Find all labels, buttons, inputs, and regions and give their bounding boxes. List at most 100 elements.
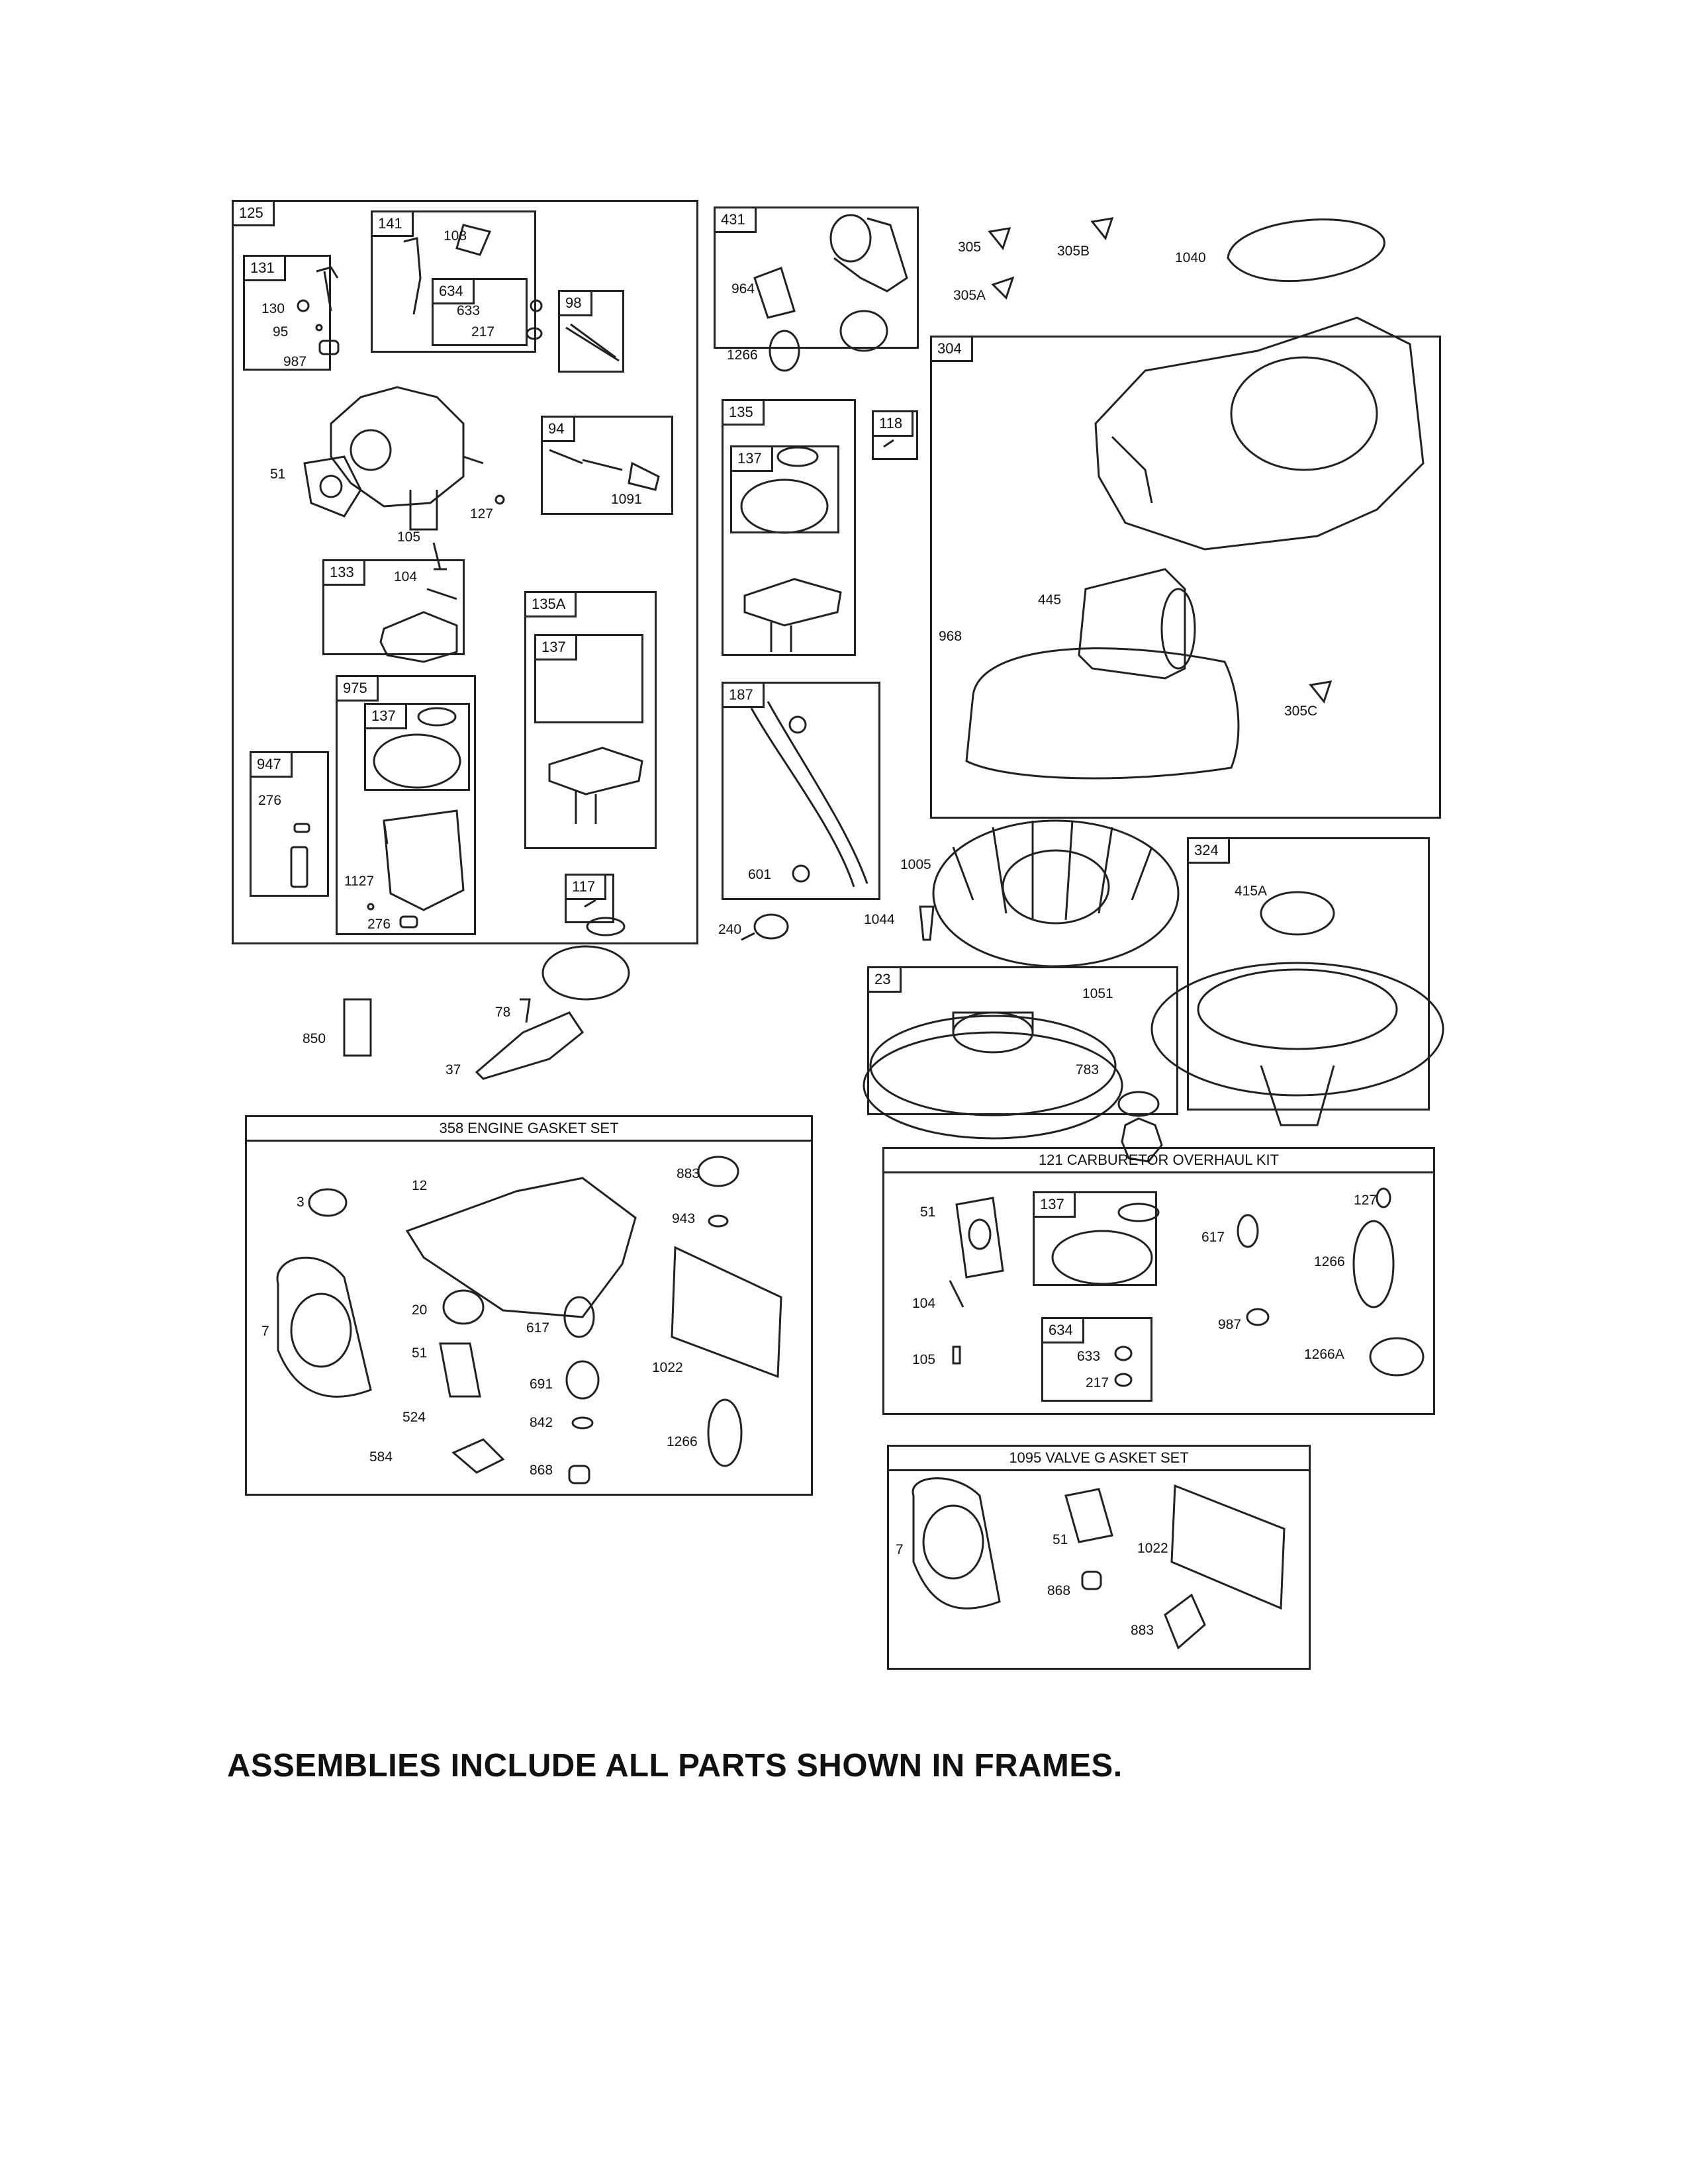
frame-label: 131 [245, 257, 286, 281]
engine-gasket-set-box: 358 ENGINE GASKET SET [245, 1115, 813, 1496]
frame-634-carb-kit: 634 [1041, 1317, 1152, 1402]
frame-label: 304 [932, 338, 973, 362]
screw-drawings [988, 217, 1333, 704]
part-label: 1022 [1137, 1541, 1168, 1556]
part-label: 51 [270, 467, 286, 482]
kit-title: 1095 VALVE G ASKET SET [889, 1447, 1309, 1471]
part-label: 37 [445, 1062, 461, 1077]
part-label: 108 [444, 228, 467, 244]
idle-screw-drawing [565, 323, 620, 362]
part-label: 20 [412, 1302, 428, 1318]
part-label: 1091 [611, 492, 642, 507]
part-label: 1266 [667, 1434, 698, 1449]
part-label: 868 [530, 1463, 553, 1478]
frame-label: 634 [1043, 1319, 1084, 1343]
part-label: 415A [1235, 884, 1268, 899]
part-label: 1051 [1082, 986, 1113, 1001]
part-label: 943 [672, 1211, 696, 1226]
part-label: 987 [1218, 1317, 1242, 1332]
part-label: 601 [748, 867, 772, 882]
part-label: 691 [530, 1377, 553, 1392]
part-label: 51 [1053, 1532, 1068, 1547]
fuel-bowl-drawing [743, 578, 842, 652]
part-label: 240 [718, 922, 742, 937]
frame-label: 137 [536, 636, 577, 660]
sealant-tube-drawing [343, 998, 372, 1057]
fan-drawing [932, 819, 1180, 968]
part-label: 217 [471, 324, 495, 340]
part-label: 1040 [1175, 250, 1206, 265]
frame-label: 975 [338, 677, 379, 702]
part-label: 783 [1076, 1062, 1100, 1077]
frame-118: 118 [872, 410, 918, 460]
pulse-pump-drawing [753, 913, 789, 940]
frame-634: 634 [432, 278, 528, 346]
part-label: 305B [1057, 244, 1090, 259]
frame-141: 141 [371, 210, 536, 353]
frame-label: 187 [724, 684, 765, 708]
part-label: 3 [297, 1195, 305, 1210]
frame-23: 23 [867, 966, 1178, 1115]
part-label: 78 [495, 1005, 511, 1020]
frame-947: 947 [250, 751, 329, 897]
carburetor-drawing [303, 386, 505, 570]
frame-label: 141 [373, 212, 414, 237]
part-label: 633 [1077, 1349, 1101, 1364]
frame-125: 125 [232, 200, 698, 944]
frame-137-135: 137 [730, 445, 839, 533]
frame-94: 94 [541, 416, 673, 515]
assemblies-note: ASSEMBLIES INCLUDE ALL PARTS SHOWN IN FR… [227, 1748, 1123, 1784]
part-label: 7 [896, 1542, 904, 1557]
part-label: 127 [1354, 1193, 1378, 1208]
part-label: 617 [526, 1320, 550, 1336]
part-label: 633 [457, 303, 481, 318]
frame-975: 975 [336, 675, 476, 935]
frame-137-135a: 137 [534, 634, 643, 723]
frame-98: 98 [558, 290, 624, 373]
deflector-drawing [475, 1011, 585, 1080]
frame-label: 23 [869, 968, 902, 993]
part-label: 1127 [344, 874, 375, 889]
frame-label: 135A [526, 593, 577, 617]
part-label: 1266A [1304, 1347, 1344, 1362]
air-cleaner-cover-drawing [965, 647, 1240, 780]
gasket-set-drawings [276, 1156, 782, 1484]
kit-title: 358 ENGINE GASKET SET [247, 1117, 811, 1142]
part-label: 127 [470, 506, 494, 522]
part-label: 445 [1038, 592, 1062, 608]
frame-137-975: 137 [364, 703, 470, 791]
frame-304: 304 [930, 336, 1441, 819]
washer-drawing [530, 299, 543, 312]
frame-label: 94 [543, 418, 576, 442]
float-needle-drawing [549, 449, 660, 491]
part-label: 883 [1131, 1623, 1154, 1638]
part-label: 842 [530, 1415, 553, 1430]
kit-title: 121 CARBURETOR OVERHAUL KIT [884, 1149, 1433, 1173]
bolt-drawing [919, 905, 935, 941]
part-label: 1266 [1314, 1254, 1345, 1269]
part-label: 584 [369, 1449, 393, 1465]
part-label: 1044 [864, 912, 895, 927]
air-filter-drawing [1078, 568, 1186, 680]
frame-117: 117 [565, 874, 614, 923]
frame-131: 131 [243, 255, 331, 371]
frame-label: 431 [716, 208, 757, 233]
part-label: 1005 [900, 857, 931, 872]
fuel-bowl-drawing-2 [548, 747, 643, 824]
blower-housing-drawing [1094, 316, 1425, 551]
float-drawing [379, 588, 458, 663]
frame-label: 137 [366, 705, 407, 729]
frame-label: 137 [1035, 1193, 1076, 1218]
frame-label: 634 [434, 280, 475, 304]
part-label: 12 [412, 1178, 428, 1193]
frame-label: 324 [1189, 839, 1230, 864]
part-label: 51 [412, 1345, 428, 1361]
part-label: 868 [1047, 1583, 1071, 1598]
frame-label: 137 [732, 447, 773, 472]
part-label: 1266 [727, 347, 758, 363]
part-label: 305C [1284, 704, 1318, 719]
part-label: 883 [677, 1166, 700, 1181]
part-label: 104 [394, 569, 418, 584]
frame-label: 133 [324, 561, 365, 586]
